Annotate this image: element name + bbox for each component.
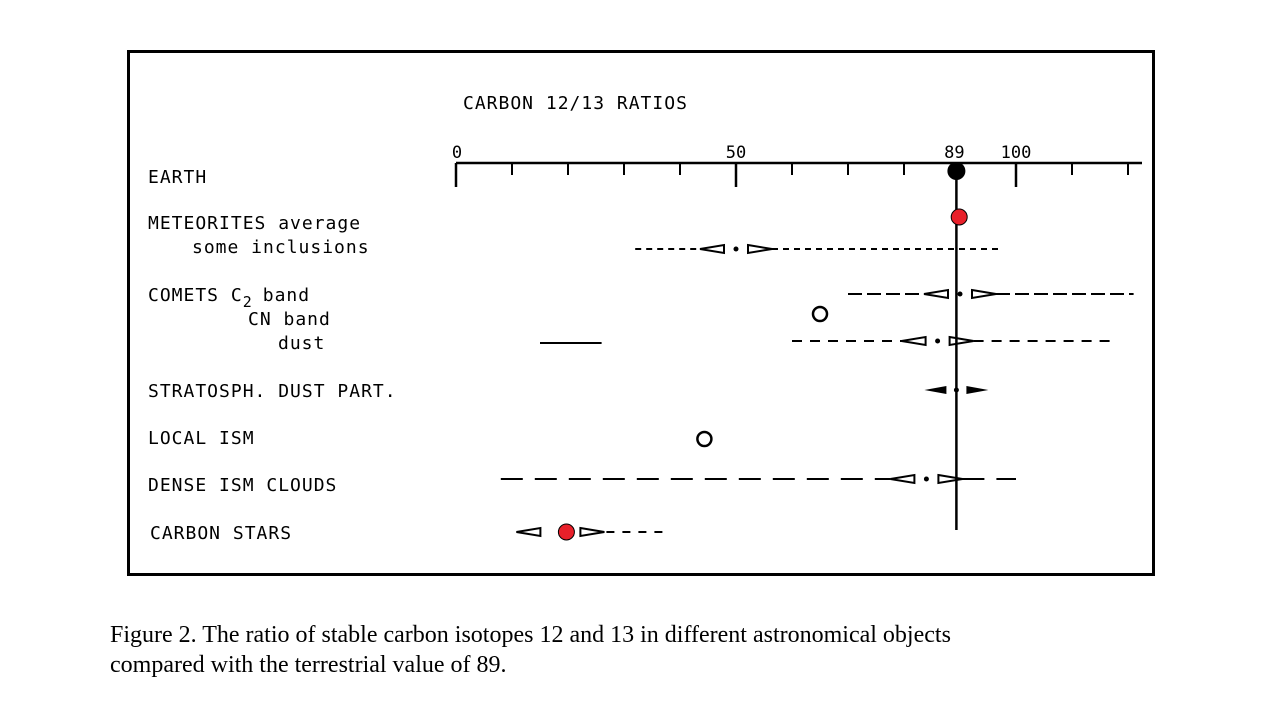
cn-band-point <box>811 305 829 323</box>
label-earth: EARTH <box>148 167 207 188</box>
label-dust: dust <box>278 333 325 354</box>
figure-caption: Figure 2. The ratio of stable carbon iso… <box>110 620 1190 680</box>
range-arrow-left <box>901 335 927 347</box>
label-inclusions: some inclusions <box>192 237 370 258</box>
range-arrow-left <box>924 386 947 394</box>
figure-frame <box>127 50 1155 576</box>
x-tick-label: 50 <box>726 143 746 163</box>
label-cn-band: CN band <box>248 309 331 330</box>
range-center-dot <box>953 387 959 393</box>
range-arrow-right <box>971 288 997 300</box>
range-center-dot <box>733 246 739 252</box>
label-dense-ism: DENSE ISM CLOUDS <box>148 475 337 496</box>
label-comets-sub: 2 <box>243 293 253 311</box>
range-arrow-left <box>890 473 916 485</box>
range-center-dot <box>935 338 941 344</box>
carbon-stars-point <box>557 523 575 541</box>
chart-title: CARBON 12/13 RATIOS <box>463 93 688 114</box>
label-strat-dust: STRATOSPH. DUST PART. <box>148 381 397 402</box>
caption-line-1: Figure 2. The ratio of stable carbon iso… <box>110 622 951 648</box>
range-arrow-left <box>516 526 542 538</box>
local-ism-point <box>696 430 713 448</box>
range-center-dot <box>957 291 963 297</box>
range-arrow-left <box>699 243 725 255</box>
x-tick-label: 89 <box>944 143 964 163</box>
label-comets-prefix: COMETS C <box>148 285 243 306</box>
earth-point <box>947 162 966 180</box>
range-arrow-right <box>579 526 605 538</box>
label-comets-c2: COMETS C2 band <box>148 285 310 311</box>
range-arrow-left <box>923 288 949 300</box>
x-axis: 0 50 89 100 <box>452 143 1142 187</box>
label-local-ism: LOCAL ISM <box>148 428 255 449</box>
label-carbon-stars: CARBON STARS <box>150 523 292 544</box>
data-marks <box>500 162 1134 541</box>
x-tick-label: 100 <box>1001 143 1032 163</box>
range-arrow-right <box>948 335 974 347</box>
range-center-dot <box>923 476 929 482</box>
range-arrow-right <box>966 386 989 394</box>
label-meteorites: METEORITES average <box>148 213 361 234</box>
meteorites-point <box>950 208 968 226</box>
range-arrow-right <box>937 473 963 485</box>
range-arrow-right <box>747 243 773 255</box>
x-tick-label: 0 <box>452 143 462 163</box>
caption-line-2: compared with the terrestrial value of 8… <box>110 652 507 678</box>
label-comets-band: band <box>263 285 310 306</box>
